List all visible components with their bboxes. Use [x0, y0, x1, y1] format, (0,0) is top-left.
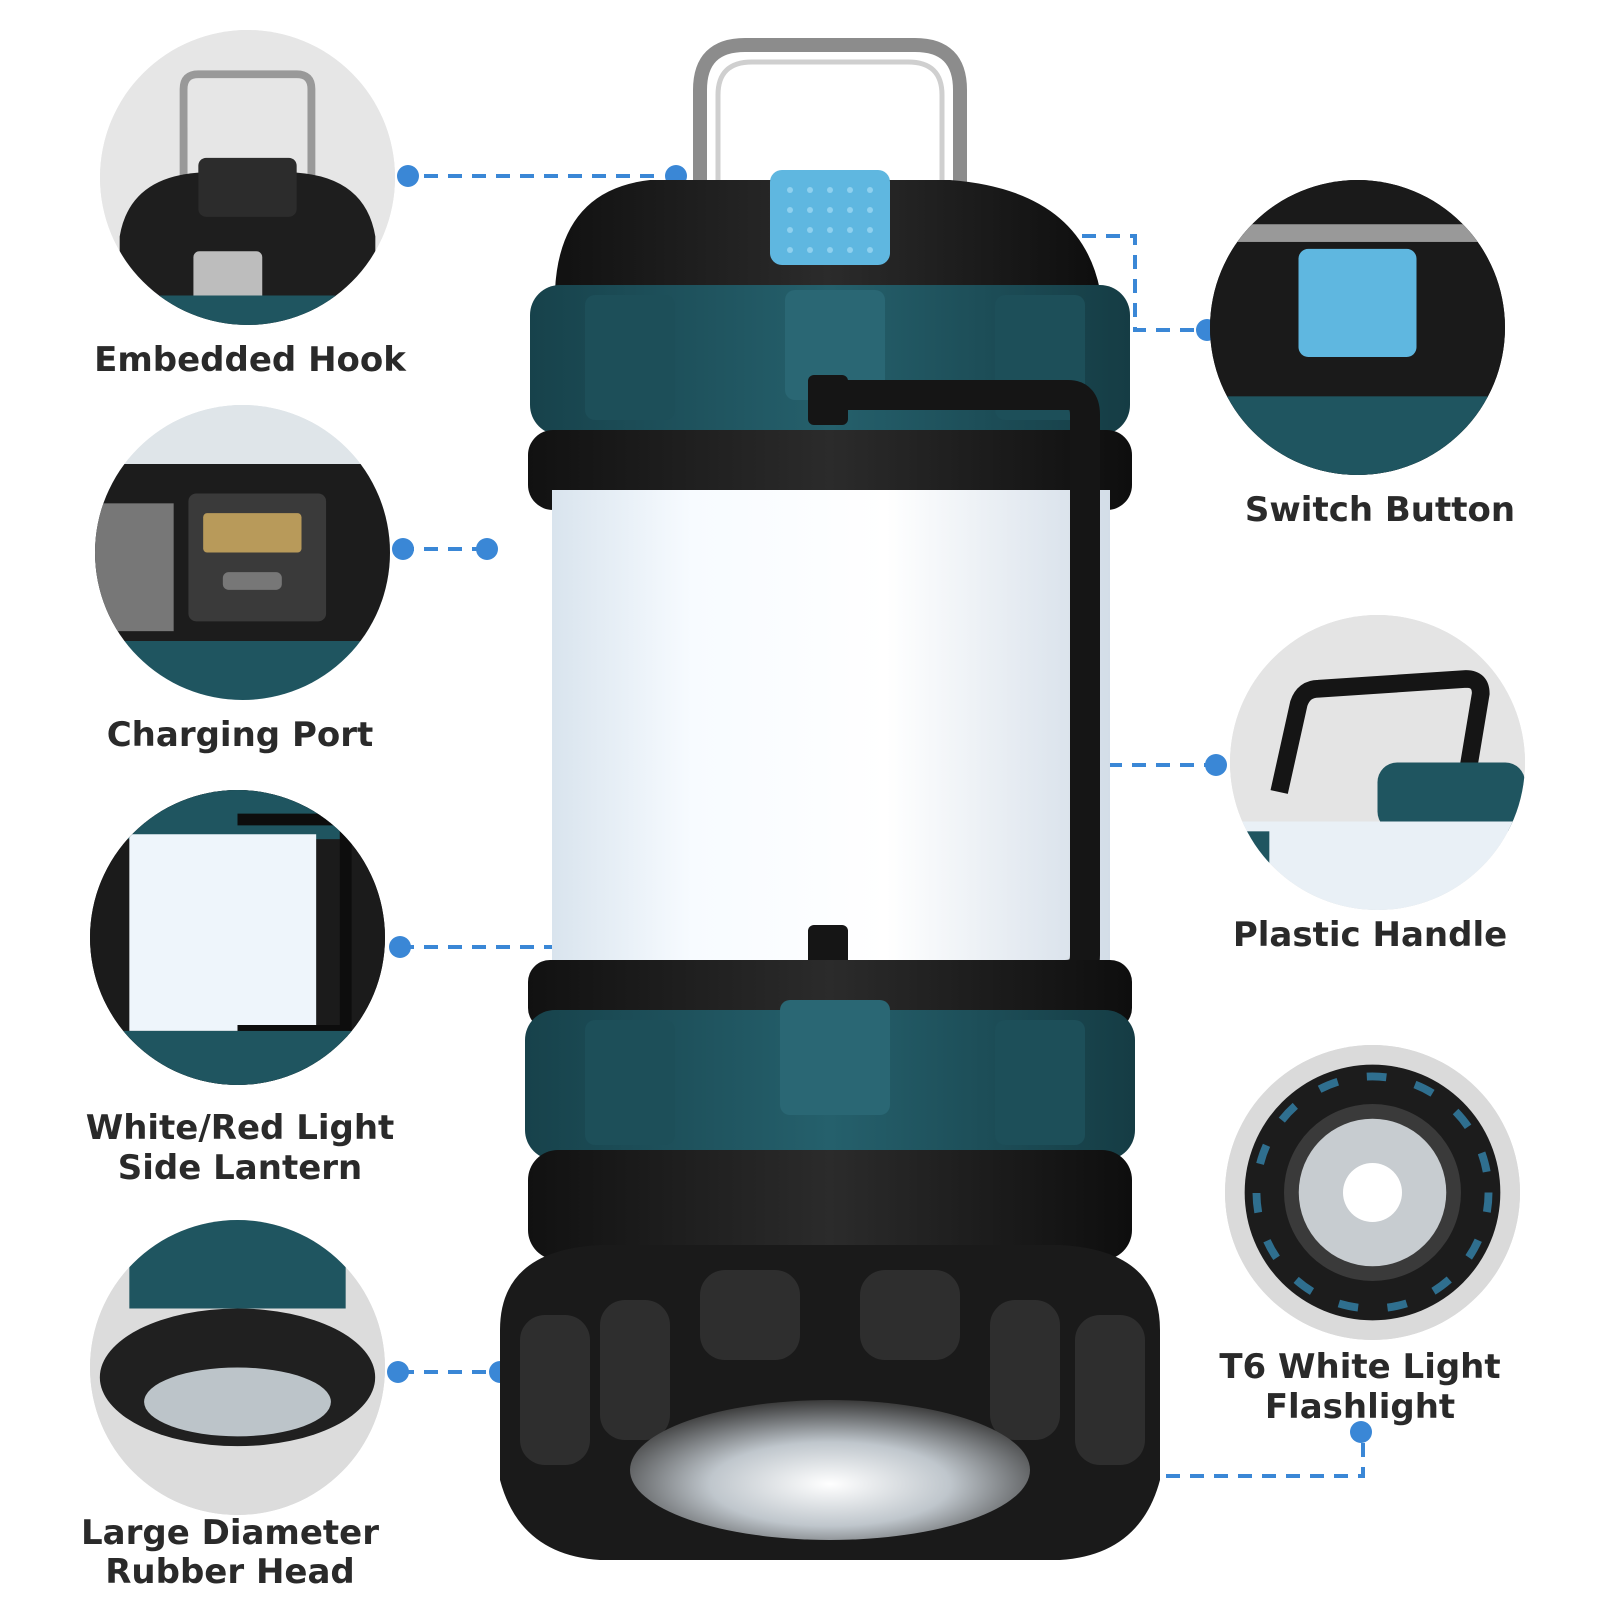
label-charging-port: Charging Port [106, 715, 374, 755]
embedded-hook-inset [100, 30, 395, 325]
label-flashlight-line2: Flashlight [1264, 1387, 1456, 1427]
label-side-lantern-line1: White/Red Light [85, 1108, 395, 1148]
flashlight-inset [1225, 1045, 1520, 1340]
label-side-lantern-line2: Side Lantern [117, 1148, 363, 1188]
plastic-handle-inset [1230, 615, 1525, 910]
label-rubber-head-line2: Rubber Head [105, 1552, 355, 1592]
label-plastic-handle: Plastic Handle [1232, 915, 1508, 955]
charging-port-inset [95, 405, 390, 700]
label-switch-button: Switch Button [1244, 490, 1516, 530]
label-flashlight-line1: T6 White Light [1219, 1347, 1501, 1387]
side-lantern-inset [90, 790, 385, 1085]
switch-button-inset [1210, 180, 1505, 475]
label-embedded-hook: Embedded Hook [94, 340, 406, 380]
rubber-head-inset [90, 1220, 385, 1515]
label-rubber-head-line1: Large Diameter [81, 1513, 379, 1553]
